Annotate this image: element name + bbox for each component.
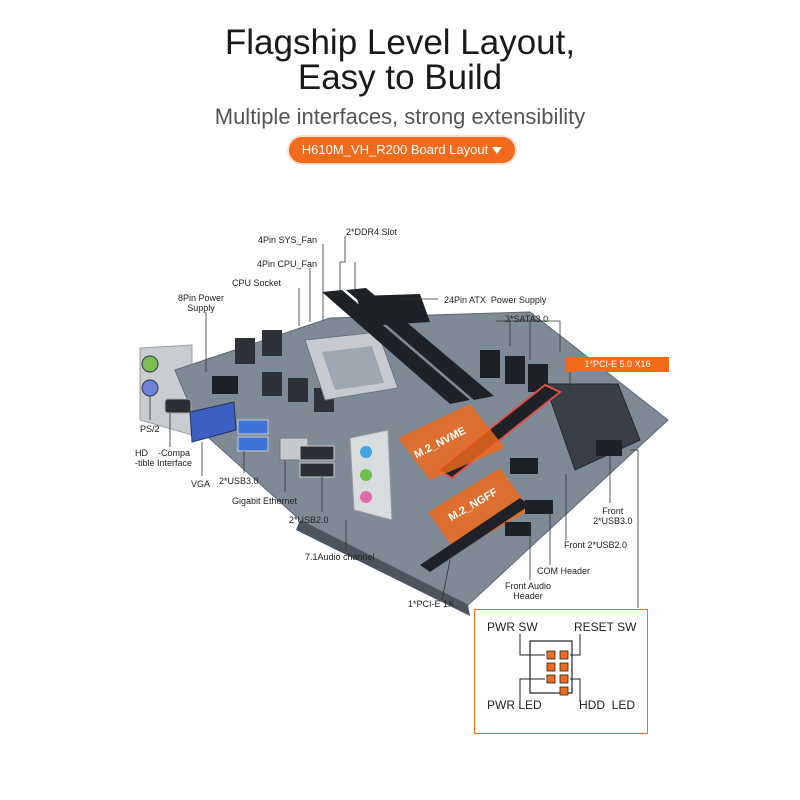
- board-edge: [296, 520, 470, 616]
- ps2-keyboard-port: [141, 379, 159, 397]
- vrm-choke: [235, 338, 255, 364]
- label-ddr4: 2*DDR4 Slot: [346, 227, 398, 237]
- front-panel-header-diagram: [519, 634, 581, 702]
- vrm-choke: [262, 330, 282, 356]
- board-layout-badge: H610M_VH_R200 Board Layout: [289, 137, 515, 163]
- ram-slot-a: [322, 290, 470, 404]
- header-outline: [529, 640, 573, 694]
- sata-port: [528, 364, 548, 392]
- com-header: [525, 500, 553, 514]
- leader-lines: [149, 236, 639, 608]
- atx24-connector: [356, 294, 430, 326]
- cpu-power-connector: [212, 376, 238, 394]
- label-pcie-x1: 1*PCI-E 1X: [408, 599, 455, 609]
- usb30-port-top: [237, 419, 269, 435]
- label-8pin-power: 8Pin Power Supply: [178, 293, 225, 313]
- label-cpu-fan: 4Pin CPU_Fan: [257, 259, 318, 269]
- label-front-audio: Front Audio Header: [505, 581, 552, 601]
- hdmi-port: [164, 398, 192, 414]
- front-usb20-header: [510, 458, 538, 474]
- vrm-choke: [262, 372, 282, 396]
- label-usb30: 2*USB3.0: [219, 476, 259, 486]
- sata-port: [480, 350, 500, 378]
- usb20-port-bottom: [299, 462, 335, 478]
- audio-jack-green: [360, 469, 372, 481]
- label-gigabit-ethernet: Gigabit Ethernet: [232, 496, 298, 506]
- label-sata: 3*SATA3.0: [505, 314, 549, 324]
- pcie-x1-slot: [420, 498, 530, 572]
- usb20-port-top: [299, 445, 335, 461]
- m2-ngff-area: [428, 468, 530, 552]
- label-front-usb20: Front 2*USB2.0: [564, 540, 628, 550]
- label-pcie-x16: 1*PCI-E 5.0 X16: [566, 357, 669, 372]
- label-pwr-led: PWR LED: [487, 698, 542, 712]
- label-com-header: COM Header: [537, 566, 591, 576]
- label-audio: 7.1Audio channel: [305, 552, 375, 562]
- ps2-mouse-port: [141, 355, 159, 373]
- label-reset-sw: RESET SW: [574, 620, 637, 634]
- usb30-port-bottom: [237, 436, 269, 452]
- audio-jack-blue: [360, 446, 372, 458]
- cpu-socket-inner: [322, 346, 384, 390]
- label-pwr-sw: PWR SW: [487, 620, 538, 634]
- m2-nvme-area: [398, 404, 505, 480]
- label-cpu-socket: CPU Socket: [232, 278, 282, 288]
- label-sys-fan: 4Pin SYS_Fan: [258, 235, 318, 245]
- label-hdmi: HD -Compa -tible Interface: [135, 448, 193, 468]
- front-usb30-header: [596, 440, 622, 456]
- audio-jack-pink: [360, 491, 372, 503]
- vga-port: [189, 401, 237, 443]
- front-audio-header: [505, 522, 531, 536]
- headline-line-1: Flagship Level Layout,: [224, 23, 576, 62]
- headline-line-2: Easy to Build: [297, 58, 503, 97]
- label-front-usb30: Front 2*USB3.0: [593, 506, 633, 526]
- vrm-choke: [288, 378, 308, 402]
- front-panel-callout: PWR SW RESET SW PWR LED HDD LED: [474, 609, 648, 734]
- sata-port: [505, 356, 525, 384]
- subtitle: Multiple interfaces, strong extensibilit…: [214, 104, 586, 129]
- label-usb20: 2*USB2.0: [289, 515, 329, 525]
- label-ps2: PS/2: [140, 424, 160, 434]
- caret-down-icon: [492, 147, 503, 155]
- label-hdd-led: HDD LED: [579, 698, 636, 712]
- label-vga: VGA: [191, 479, 211, 489]
- board-layout-label: H610M_VH_R200 Board Layout: [301, 142, 489, 157]
- label-24pin-atx: 24Pin ATX Power Supply: [444, 295, 547, 305]
